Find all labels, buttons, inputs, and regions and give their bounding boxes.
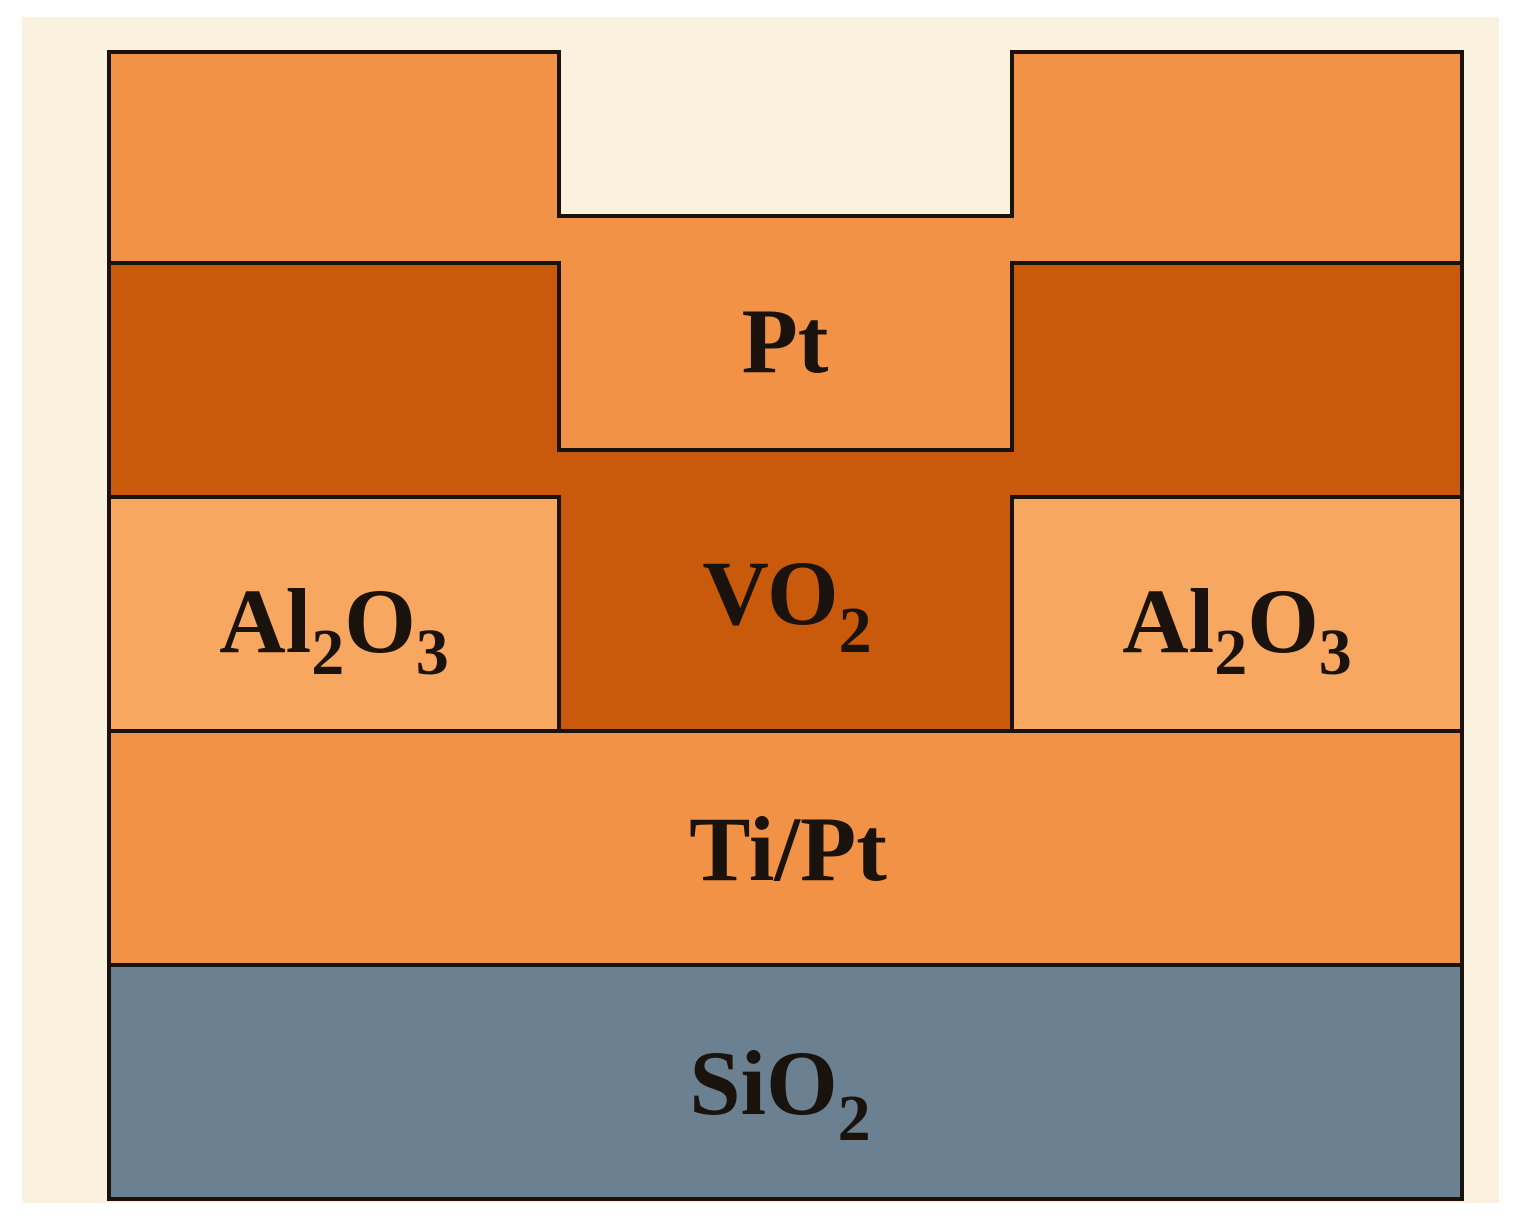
al2o3-right-label-part2-base: O [1247,570,1319,672]
pt-label: Pt [742,290,829,392]
al2o3-left-label-part2-subscript: 3 [416,616,449,689]
sio2-label: SiO2 [689,1032,870,1155]
al2o3-right-label: Al2O3 [1122,570,1352,689]
pt-top-electrode-layer [107,50,1464,452]
al2o3-right-label-part2-subscript: 3 [1319,616,1352,689]
al2o3-right-label-part1-base: Al [1122,570,1214,672]
vo2-label: VO2 [702,542,871,667]
al2o3-left-label-part2-base: O [344,570,416,672]
al2o3-left-label-part1-subscript: 2 [311,616,344,689]
al2o3-left-label: Al2O3 [219,570,449,689]
al2o3-right-label-part1-subscript: 2 [1214,616,1247,689]
al2o3-left-layer [107,495,561,733]
sio2-substrate-layer [107,963,1464,1201]
sio2-label-base: SiO [689,1032,837,1134]
al2o3-right-layer [1010,495,1464,733]
sio2-label-subscript: 2 [838,1082,871,1155]
vo2-label-base: VO [702,542,838,644]
ti-pt-label: Ti/Pt [689,798,887,900]
vo2-label-subscript: 2 [839,594,872,667]
al2o3-left-label-part1-base: Al [219,570,311,672]
